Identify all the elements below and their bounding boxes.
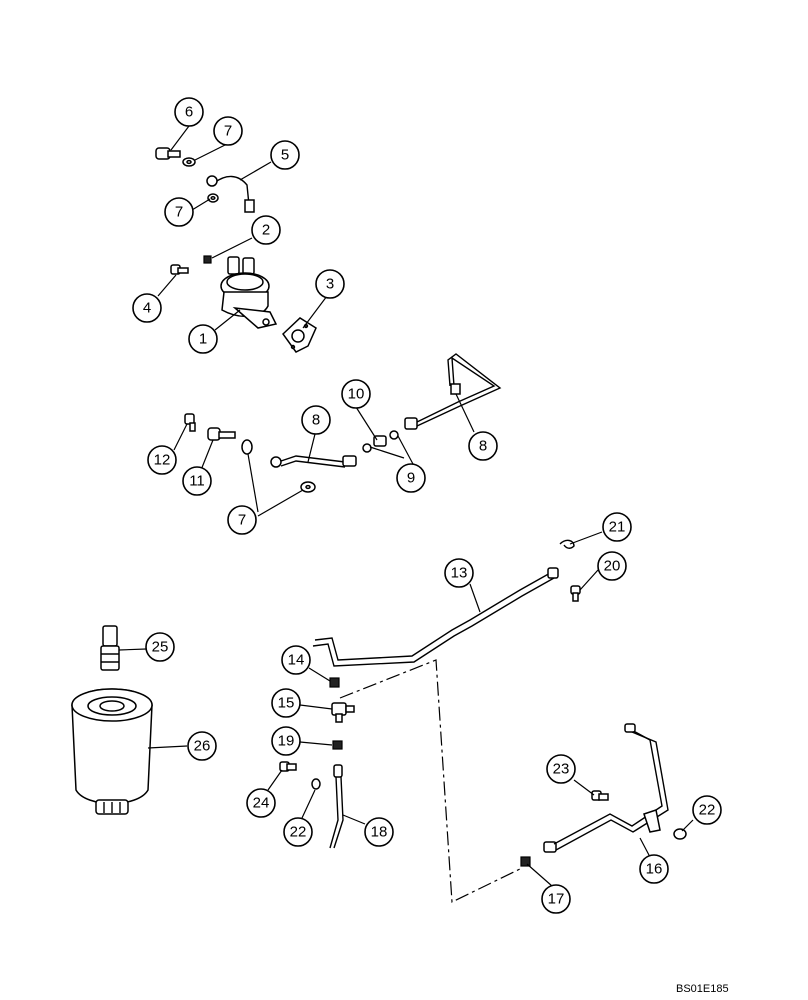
callout-11: 11 [182, 466, 212, 496]
callout-10: 10 [341, 379, 371, 409]
tube-part-18 [329, 764, 344, 849]
callout-4: 4 [132, 293, 162, 323]
callout-5: 5 [270, 140, 300, 170]
callout-14: 14 [281, 645, 311, 675]
dash-dot-line [339, 659, 523, 903]
leader-lines [118, 125, 694, 887]
svg-text:3: 3 [326, 276, 334, 293]
svg-text:6: 6 [185, 104, 193, 121]
bolt-part-20 [570, 585, 581, 602]
svg-text:22: 22 [290, 824, 307, 841]
nut-part-22-left [311, 778, 321, 790]
callout-13: 13 [444, 558, 474, 588]
fuel-line-part-16 [543, 723, 669, 853]
svg-text:2: 2 [262, 222, 270, 239]
svg-text:21: 21 [609, 519, 626, 536]
svg-text:11: 11 [189, 473, 205, 490]
svg-text:17: 17 [548, 891, 565, 908]
washer-part-7-lower [241, 439, 316, 493]
svg-text:7: 7 [224, 123, 232, 140]
svg-text:19: 19 [278, 733, 295, 750]
fuel-pump-part-1 [220, 256, 278, 329]
callout-7-c: 7 [227, 505, 257, 535]
callout-12: 12 [147, 445, 177, 475]
svg-text:1: 1 [199, 331, 207, 348]
svg-text:7: 7 [238, 512, 246, 529]
fuel-filter-part-26 [71, 688, 153, 815]
bolt-part-12 [184, 413, 196, 432]
svg-text:16: 16 [646, 861, 663, 878]
gasket-part-3 [282, 317, 317, 353]
svg-text:15: 15 [278, 695, 295, 712]
svg-text:12: 12 [154, 452, 171, 469]
callout-8-a: 8 [301, 405, 331, 435]
callout-6: 6 [174, 97, 204, 127]
bolt-part-6 [155, 147, 181, 160]
callout-3: 3 [315, 269, 345, 299]
fitting-part-10 [373, 435, 387, 447]
svg-text:14: 14 [288, 652, 305, 669]
nut-part-17 [520, 856, 531, 867]
callout-26: 26 [187, 731, 217, 761]
svg-text:4: 4 [143, 300, 151, 317]
callout-18: 18 [364, 817, 394, 847]
svg-text:8: 8 [479, 438, 487, 455]
callout-24: 24 [246, 788, 276, 818]
svg-text:18: 18 [371, 824, 388, 841]
nut-part-14 [329, 677, 340, 688]
washer-part-7-top [182, 157, 196, 167]
callout-25: 25 [145, 632, 175, 662]
adapter-part-25 [100, 625, 120, 671]
callout-1: 1 [188, 324, 218, 354]
callout-9: 9 [396, 463, 426, 493]
callout-19: 19 [271, 726, 301, 756]
svg-text:26: 26 [194, 738, 211, 755]
reference-code: BS01E185 [676, 983, 729, 995]
svg-text:13: 13 [451, 565, 468, 582]
callout-2: 2 [251, 215, 281, 245]
svg-text:24: 24 [253, 795, 270, 812]
callout-21: 21 [602, 512, 632, 542]
tee-fitting-part-15 [331, 702, 355, 723]
bolt-part-24 [279, 761, 297, 772]
svg-text:8: 8 [312, 412, 320, 429]
washer-part-7-mid [207, 193, 219, 203]
svg-text:20: 20 [604, 558, 621, 575]
svg-text:25: 25 [152, 639, 169, 656]
bolt-part-4 [170, 264, 189, 275]
callout-17: 17 [541, 884, 571, 914]
bolt-part-11 [207, 427, 236, 441]
callout-16: 16 [639, 854, 669, 884]
nut-part-19 [332, 740, 343, 750]
svg-text:10: 10 [348, 386, 365, 403]
nut-part-22-right [673, 828, 687, 840]
svg-text:23: 23 [553, 761, 570, 778]
callout-7-b: 7 [164, 197, 194, 227]
nut-part-9 [362, 430, 399, 453]
callout-8-b: 8 [468, 431, 498, 461]
svg-text:9: 9 [407, 470, 415, 487]
plug-part-2 [203, 255, 212, 264]
svg-text:7: 7 [175, 204, 183, 221]
callout-22-a: 22 [283, 817, 313, 847]
clip-part-21 [559, 539, 575, 549]
fuel-line-part-5 [206, 171, 255, 213]
callout-7-a: 7 [213, 116, 243, 146]
svg-text:5: 5 [281, 147, 289, 164]
callout-23: 23 [546, 754, 576, 784]
svg-text:22: 22 [699, 802, 716, 819]
bolt-part-23 [591, 790, 609, 801]
callout-20: 20 [597, 551, 627, 581]
fuel-line-part-8-left [270, 455, 357, 468]
callout-22-b: 22 [692, 795, 722, 825]
fuel-line-part-13 [312, 567, 559, 667]
fuel-line-part-8-right [404, 353, 502, 430]
callout-15: 15 [271, 688, 301, 718]
